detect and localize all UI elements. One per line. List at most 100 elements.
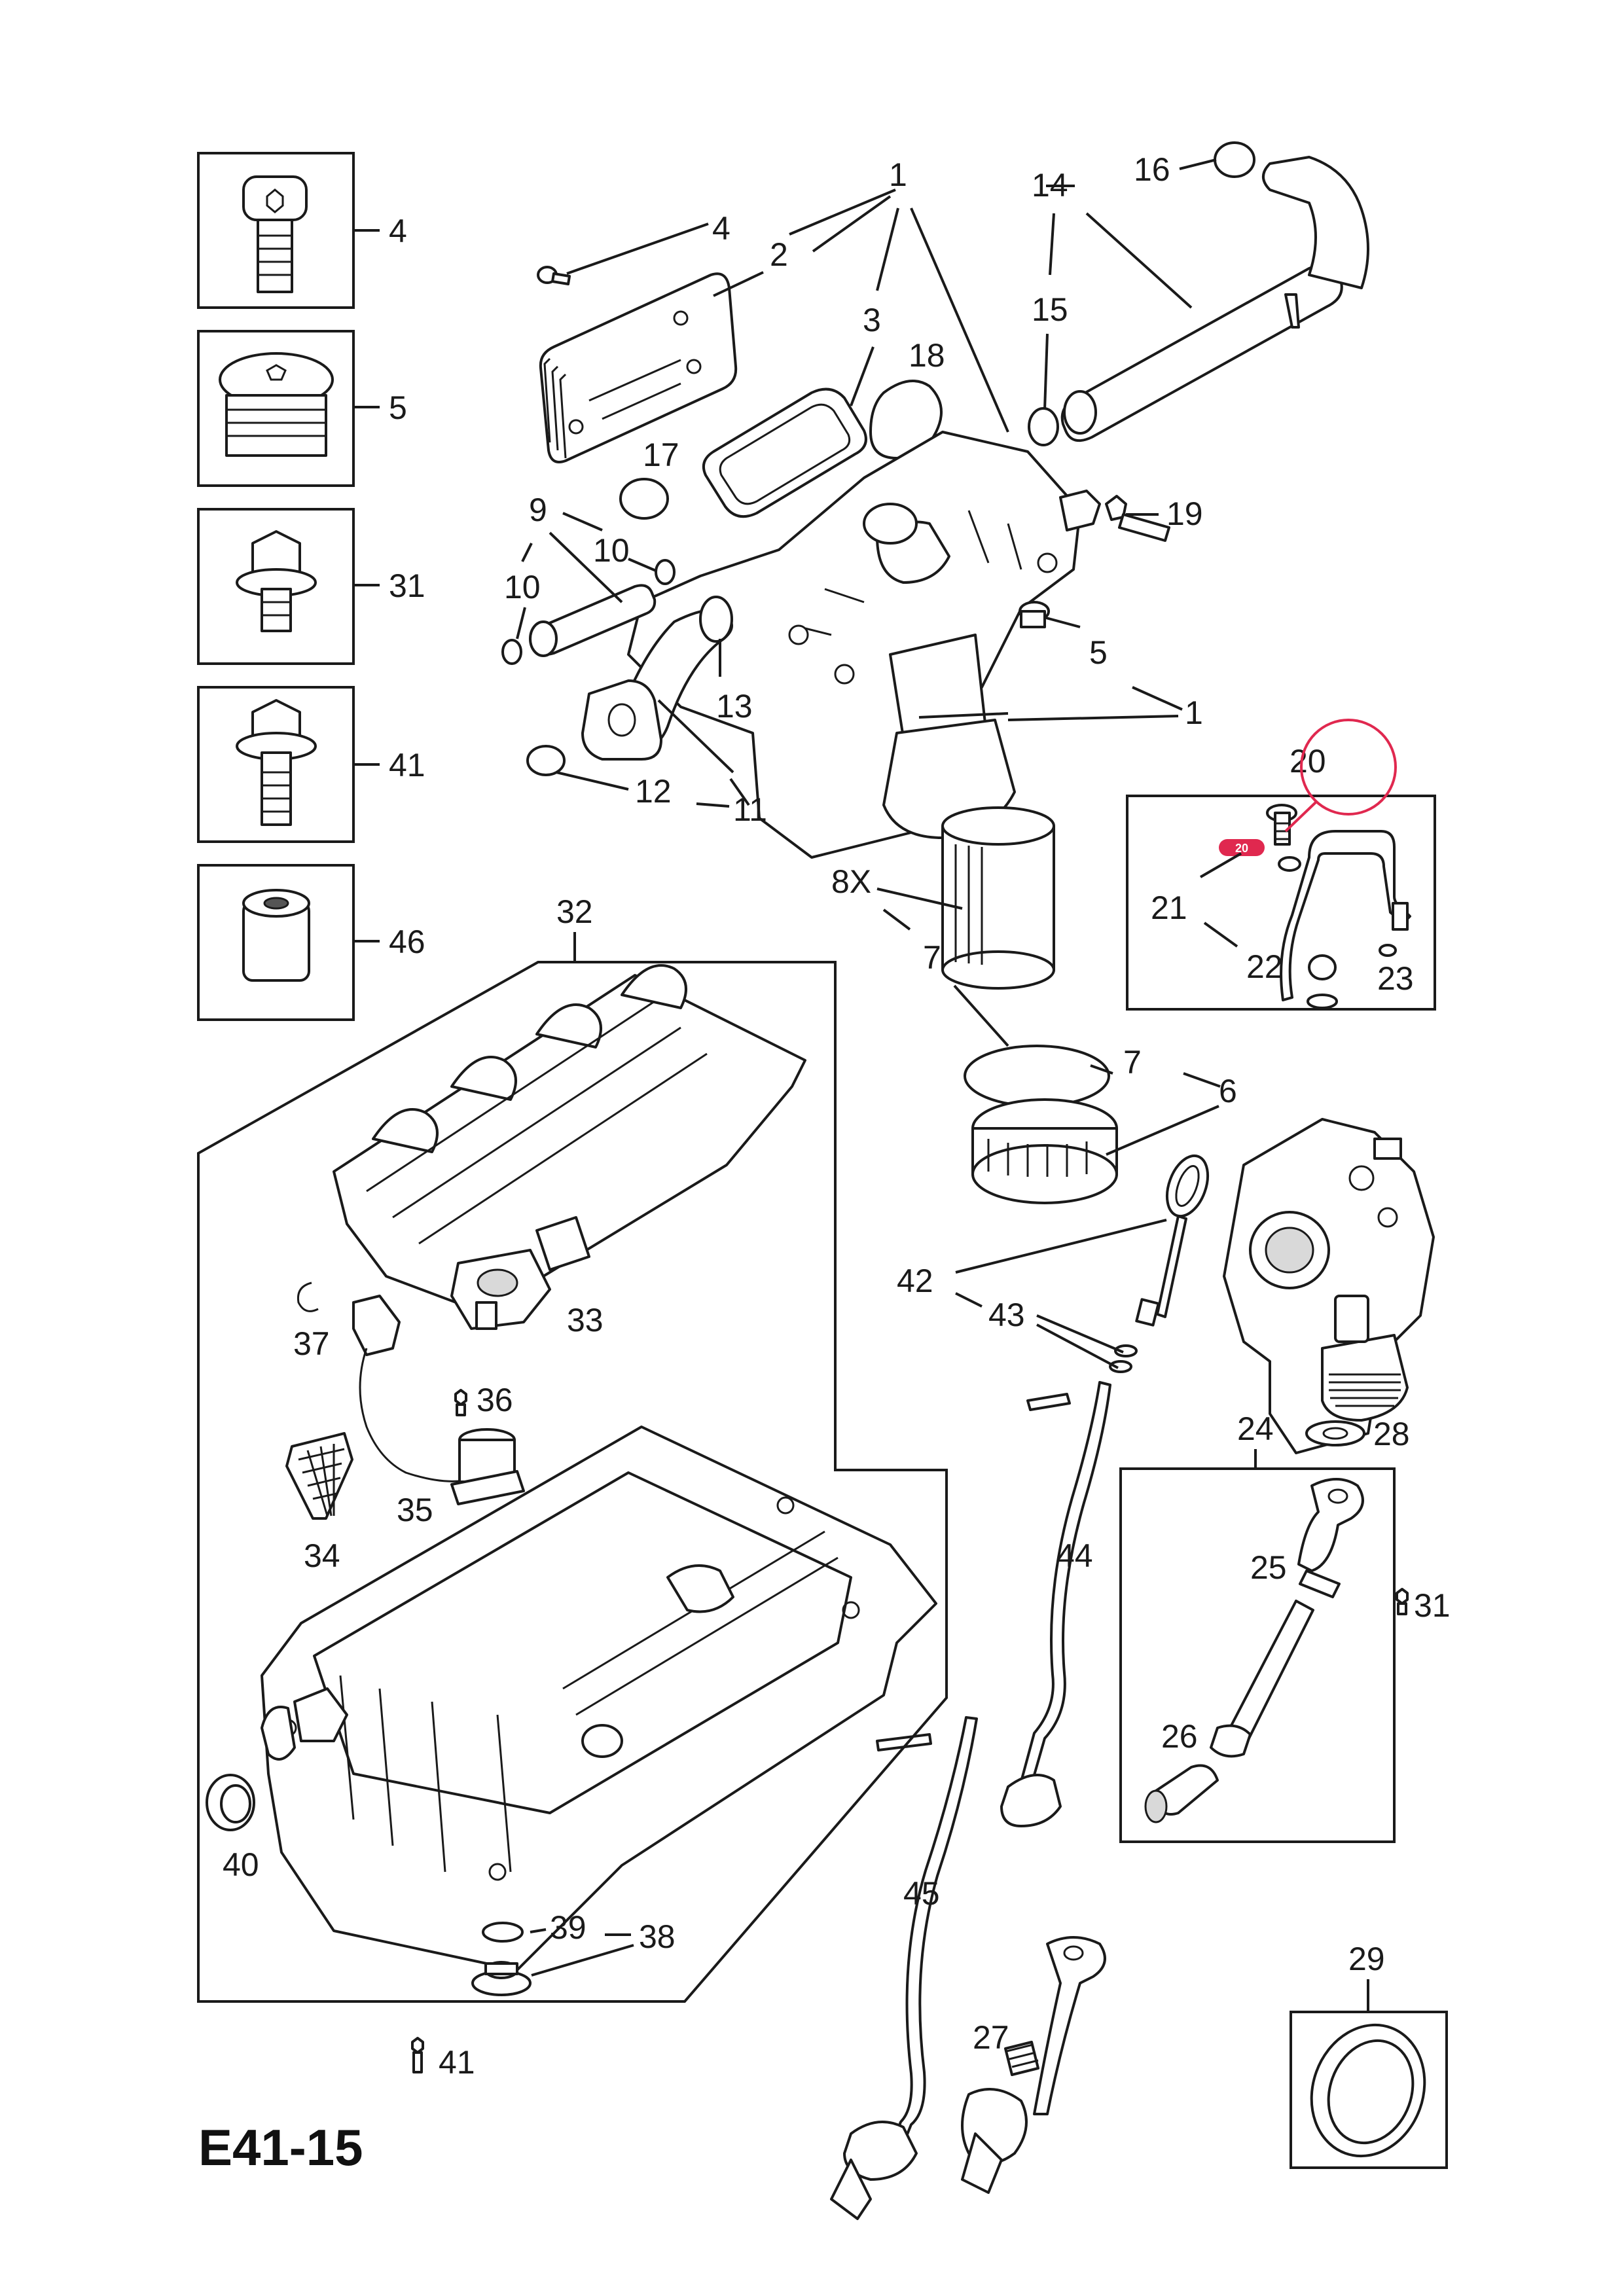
label-7a: 7 xyxy=(923,939,941,976)
o-ring-part-43b xyxy=(1109,1360,1132,1373)
label-43: 43 xyxy=(988,1297,1025,1333)
o-ring-part-12 xyxy=(526,745,566,776)
seal-ring-part-39 xyxy=(482,1922,524,1943)
label-9: 9 xyxy=(529,492,547,528)
label-11: 11 xyxy=(733,791,767,828)
top-leaders xyxy=(516,158,1221,1156)
diagram-code: E41-15 xyxy=(198,2119,363,2176)
label-24: 24 xyxy=(1237,1410,1274,1447)
label-27: 27 xyxy=(973,2019,1009,2056)
label-37: 37 xyxy=(293,1325,330,1362)
o-ring-part-17 xyxy=(619,478,669,520)
label-31: 31 xyxy=(389,567,425,604)
label-5: 5 xyxy=(389,389,407,426)
feed-pipe-part-20 xyxy=(1280,830,1411,1001)
label-31b: 31 xyxy=(1414,1587,1451,1624)
label-16: 16 xyxy=(1134,151,1170,188)
label-44: 44 xyxy=(1056,1537,1093,1574)
label-12: 12 xyxy=(635,773,672,810)
label-40: 40 xyxy=(223,1846,259,1883)
label-18: 18 xyxy=(909,337,945,374)
detail-box-20: 20 20 21 22 23 xyxy=(1126,719,1436,1011)
filter-cap-part-6 xyxy=(971,1098,1118,1204)
plug-part-5 xyxy=(1019,601,1050,628)
label-6: 6 xyxy=(1219,1073,1237,1109)
o-ring-part-7 xyxy=(964,1045,1110,1107)
plug-screw-icon xyxy=(219,352,334,457)
filter-element-part-8 xyxy=(941,806,1055,990)
label-29: 29 xyxy=(1348,1941,1385,1977)
drain-plug-part-38 xyxy=(471,1961,532,1996)
o-ring-part-10b xyxy=(655,559,676,585)
label-7b: 7 xyxy=(1123,1044,1142,1081)
throttle-housing xyxy=(1223,1118,1435,1454)
oil-cooler-assembly xyxy=(501,141,1369,1204)
top-labels: 1 2 3 4 5 1 6 7 7 8X 9 10 10 11 12 13 14… xyxy=(504,151,1237,1109)
return-pipe-part-25 xyxy=(1297,1478,1364,1598)
label-20: 20 xyxy=(1290,743,1326,780)
long-flange-bolt-icon xyxy=(236,699,317,826)
oil-cooler-part-2 xyxy=(539,272,738,463)
label-28: 28 xyxy=(1373,1416,1410,1452)
label-36: 36 xyxy=(477,1382,513,1418)
bearing-ladder-part-33 xyxy=(333,964,806,1330)
detail-box-29: 29 xyxy=(1290,1941,1448,2169)
label-45: 45 xyxy=(903,1875,940,1912)
gasket-part-28 xyxy=(1305,1420,1365,1446)
label-25: 25 xyxy=(1250,1549,1287,1586)
label-17: 17 xyxy=(643,437,679,473)
flange-bolt-icon xyxy=(236,530,317,632)
seal-part-40 xyxy=(206,1774,255,1831)
oil-pan-part xyxy=(261,1426,937,1971)
seal-part-29 xyxy=(1310,2023,1426,2158)
seal-ring-part-22b xyxy=(1307,994,1338,1009)
legend-panel: 4 5 31 41 xyxy=(197,152,425,1021)
bolt-part-41 xyxy=(411,2037,424,2073)
label-4: 4 xyxy=(389,213,407,249)
banjo-bolt-part-21 xyxy=(1266,804,1297,846)
label-39: 39 xyxy=(550,1909,586,1946)
gasket-part-16 xyxy=(1214,141,1255,178)
detail-box-24: 24 28 25 26 31 xyxy=(1119,1410,1451,1843)
label-33: 33 xyxy=(567,1302,604,1338)
label-32: 32 xyxy=(556,893,593,930)
hose-part-26 xyxy=(1144,1600,1314,1823)
label-42: 42 xyxy=(897,1263,933,1299)
clip-part-37 xyxy=(297,1282,319,1312)
hose-part-11 xyxy=(581,609,733,761)
label-1a: 1 xyxy=(889,156,907,193)
label-5b: 5 xyxy=(1089,634,1108,671)
dipstick-leaders: 42 43 44 45 xyxy=(897,1219,1167,1912)
label-23: 23 xyxy=(1377,960,1414,997)
label-46: 46 xyxy=(389,924,425,960)
label-26: 26 xyxy=(1161,1718,1198,1755)
label-35: 35 xyxy=(397,1492,433,1528)
callout-badge xyxy=(1219,839,1265,856)
label-13: 13 xyxy=(716,688,753,725)
pipe-part-27 xyxy=(961,1936,1106,2194)
label-21: 21 xyxy=(1151,889,1187,926)
oil-pan-group-32: 32 33 37 36 xyxy=(197,893,948,2003)
label-15: 15 xyxy=(1032,291,1068,328)
sensor-connector xyxy=(352,1295,472,1482)
screw-part-4 xyxy=(537,266,571,285)
pipe-end-9 xyxy=(529,620,558,657)
guide-tube-part-45 xyxy=(885,1716,978,2165)
o-ring-part-10a xyxy=(501,639,522,665)
seal-ring-part-23 xyxy=(1379,944,1397,957)
level-sensor-part-35 xyxy=(450,1428,525,1505)
callout-badge-text: 20 xyxy=(1235,842,1248,855)
label-3: 3 xyxy=(863,302,881,338)
label-38: 38 xyxy=(639,1918,676,1955)
label-34: 34 xyxy=(304,1537,340,1574)
torx-screw-icon xyxy=(242,175,308,293)
label-22: 22 xyxy=(1246,948,1283,985)
guide-tube-part-44 xyxy=(1020,1381,1111,1785)
dipstick-part-42 xyxy=(1135,1154,1210,1327)
bolt-part-36 xyxy=(454,1389,467,1416)
highlight-circle xyxy=(1300,719,1397,816)
gasket-part-3 xyxy=(702,387,867,518)
label-41: 41 xyxy=(389,747,425,783)
label-8x: 8X xyxy=(831,863,871,900)
